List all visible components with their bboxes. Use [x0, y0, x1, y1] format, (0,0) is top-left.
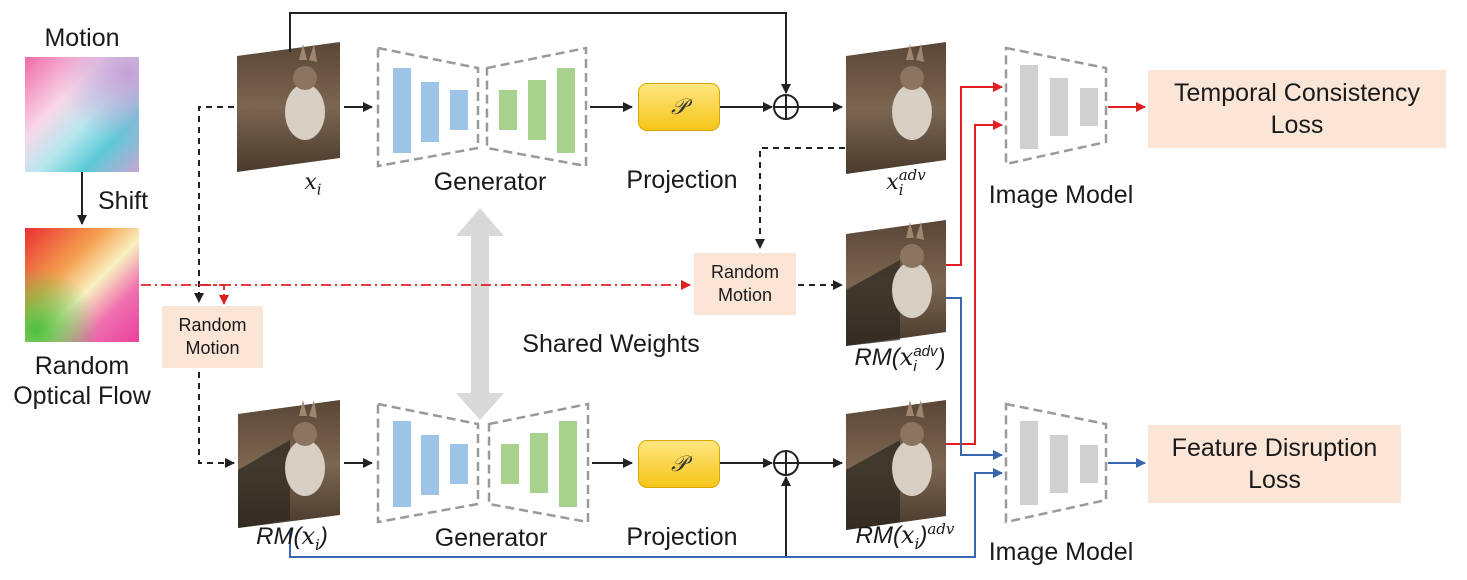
projection-top-label: Projection — [626, 166, 738, 194]
sum-node-top — [773, 94, 799, 120]
frame-x-i-image — [237, 42, 340, 172]
projection-bottom-label: Projection — [626, 523, 738, 551]
generator-bottom-label: Generator — [434, 524, 548, 552]
projection-symbol: 𝒫 — [671, 451, 687, 477]
motion-field-image — [25, 57, 139, 172]
motion-label: Motion — [44, 24, 120, 52]
decoder-bar — [559, 421, 577, 507]
x-i-label: xi — [304, 170, 322, 199]
shared-weights-arrow — [456, 208, 504, 420]
projection-symbol: 𝒫 — [671, 94, 687, 120]
decoder-bar — [557, 68, 575, 153]
encoder-bar — [393, 68, 411, 153]
decoder-bar — [530, 433, 548, 493]
frame-rm-x-i-image — [238, 400, 340, 528]
frame-rm-x-i-adv-image — [846, 220, 946, 346]
image-model-top — [1004, 46, 1108, 166]
decoder-bar — [499, 90, 517, 130]
projection-bottom: 𝒫 — [638, 440, 720, 488]
blue-arrows — [289, 297, 1146, 558]
sum-node-bottom — [773, 450, 799, 476]
rm-x-i-label: RM(xi) — [256, 522, 328, 554]
frame-x-i-adv-image — [846, 42, 946, 174]
random-optical-flow-label: Random Optical Flow — [13, 352, 151, 410]
generator-top-label: Generator — [433, 168, 547, 196]
generator-bottom — [376, 402, 590, 524]
random-motion-right-label: Random Motion — [710, 261, 780, 305]
encoder-bar — [450, 444, 468, 484]
shift-label: Shift — [97, 187, 149, 215]
frame-rm-x-i-then-adv-image — [846, 400, 946, 530]
bottom-flow-arrows — [344, 458, 843, 557]
red-arrows — [946, 82, 1146, 445]
random-motion-left-box: Random Motion — [162, 306, 263, 368]
temporal-consistency-loss-box: Temporal Consistency Loss — [1148, 70, 1446, 148]
top-flow-arrows — [289, 12, 843, 112]
encoder-bar — [421, 435, 439, 495]
optical-flow-arrows — [141, 280, 691, 305]
decoder-bar — [528, 80, 546, 140]
image-model-top-label: Image Model — [988, 181, 1134, 209]
random-optical-flow-image — [25, 228, 139, 342]
image-model-bottom-label: Image Model — [988, 538, 1134, 566]
encoder-bar — [393, 421, 411, 507]
generator-top — [376, 46, 588, 168]
temporal-consistency-loss-label: Temporal Consistency Loss — [1174, 78, 1420, 140]
decoder-bar — [501, 444, 519, 484]
feature-disruption-loss-box: Feature Disruption Loss — [1148, 425, 1401, 503]
random-motion-right-box: Random Motion — [694, 253, 796, 315]
feature-disruption-loss-label: Feature Disruption Loss — [1171, 433, 1378, 495]
dashed-arrows — [194, 106, 845, 468]
rm-x-i-then-adv-label: RM(xi)adv — [855, 520, 955, 553]
projection-top: 𝒫 — [638, 83, 720, 131]
encoder-bar — [450, 90, 468, 130]
image-model-bottom — [1004, 402, 1108, 524]
random-motion-left-label: Random Motion — [178, 314, 247, 358]
encoder-bar — [421, 82, 439, 142]
shared-weights-label: Shared Weights — [522, 330, 700, 358]
